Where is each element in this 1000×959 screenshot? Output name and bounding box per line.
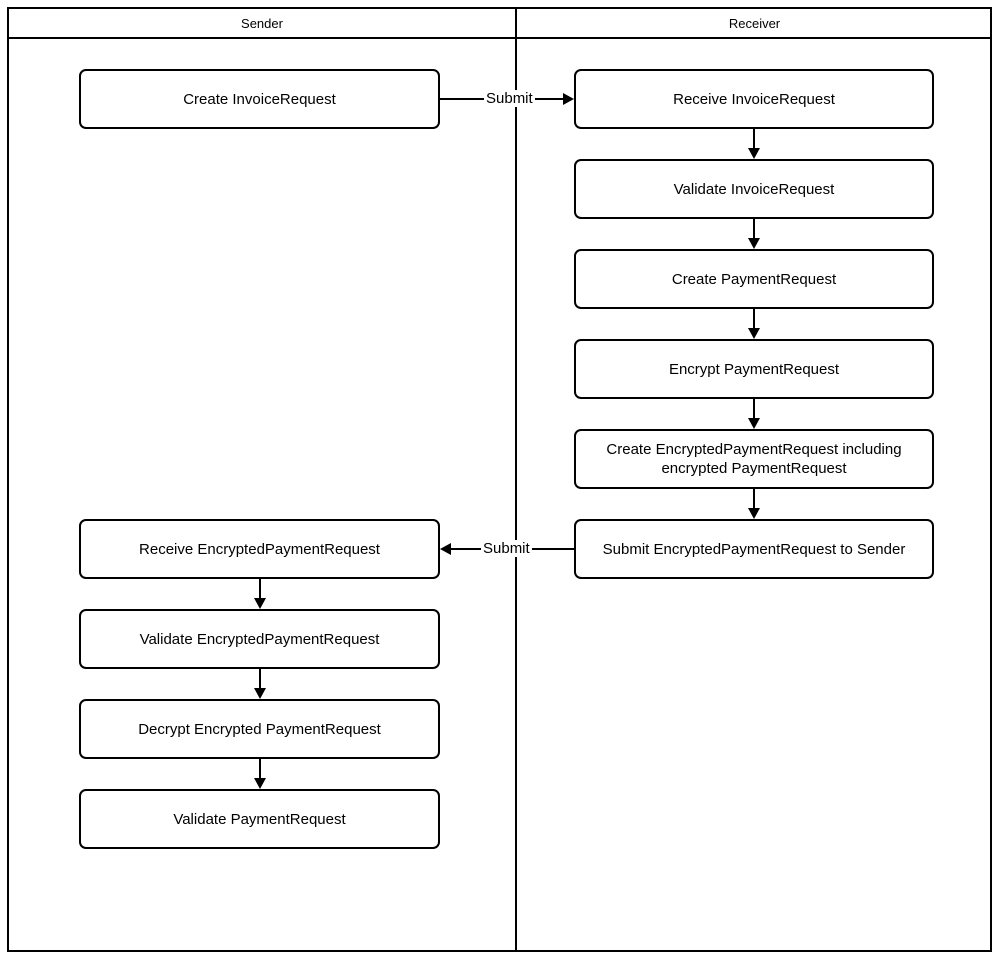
lane-header-row: Sender Receiver <box>9 9 990 39</box>
edge-n4-n5-arrowhead <box>748 328 760 339</box>
node-encrypt-paymentrequest[interactable]: Encrypt PaymentRequest <box>574 339 934 399</box>
edge-n2-n3-arrowhead <box>748 148 760 159</box>
node-submit-encryptedpaymentrequest-to-sender[interactable]: Submit EncryptedPaymentRequest to Sender <box>574 519 934 579</box>
edge-n10-n11-arrowhead <box>254 778 266 789</box>
node-create-encryptedpaymentrequest[interactable]: Create EncryptedPaymentRequest including… <box>574 429 934 489</box>
node-decrypt-encrypted-paymentrequest[interactable]: Decrypt Encrypted PaymentRequest <box>79 699 440 759</box>
edge-n5-n6-arrowhead <box>748 418 760 429</box>
lane-divider <box>515 39 517 952</box>
lane-header-receiver: Receiver <box>515 9 992 39</box>
edge-n3-n4-arrowhead <box>748 238 760 249</box>
edge-label-submit-top: Submit <box>484 90 535 107</box>
node-receive-invoicerequest[interactable]: Receive InvoiceRequest <box>574 69 934 129</box>
edge-label-submit-bottom: Submit <box>481 540 532 557</box>
node-receive-encryptedpaymentrequest[interactable]: Receive EncryptedPaymentRequest <box>79 519 440 579</box>
node-validate-paymentrequest[interactable]: Validate PaymentRequest <box>79 789 440 849</box>
node-create-paymentrequest[interactable]: Create PaymentRequest <box>574 249 934 309</box>
edge-n4-n5-line <box>753 309 755 330</box>
edge-n5-n6-line <box>753 399 755 420</box>
edge-n8-n9-arrowhead <box>254 598 266 609</box>
node-validate-encryptedpaymentrequest[interactable]: Validate EncryptedPaymentRequest <box>79 609 440 669</box>
edge-n10-n11-line <box>259 759 261 780</box>
edge-n9-n10-line <box>259 669 261 690</box>
lane-header-sender: Sender <box>241 16 283 31</box>
node-validate-invoicerequest[interactable]: Validate InvoiceRequest <box>574 159 934 219</box>
edge-n2-n3-line <box>753 129 755 150</box>
edge-n8-n9-line <box>259 579 261 600</box>
edge-n9-n10-arrowhead <box>254 688 266 699</box>
node-create-invoicerequest[interactable]: Create InvoiceRequest <box>79 69 440 129</box>
edge-submit-top-arrowhead <box>563 93 574 105</box>
edge-submit-bottom-arrowhead <box>440 543 451 555</box>
edge-n3-n4-line <box>753 219 755 240</box>
edge-n6-n7-arrowhead <box>748 508 760 519</box>
edge-n6-n7-line <box>753 489 755 510</box>
